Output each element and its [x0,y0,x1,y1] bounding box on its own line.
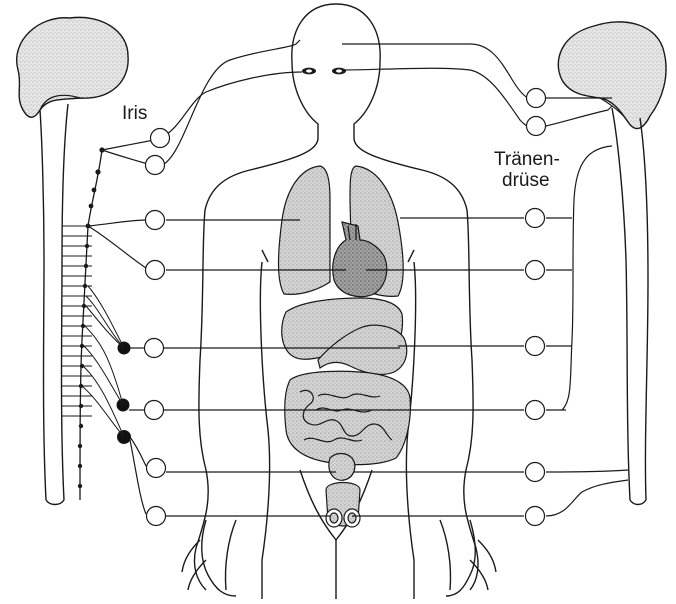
ganglion-iris [151,129,170,148]
ganglion-left-4 [146,261,165,280]
ganglion-left-2 [146,156,165,175]
left-ganglia [145,129,170,526]
ganglion-left-7 [147,459,166,478]
right-spinal-cord [612,108,648,505]
ganglion-right-4 [526,261,545,280]
intestines [285,371,411,464]
label-lacrimal-gland-line2: drüse [494,170,560,191]
ganglion-right-8 [526,507,545,526]
label-lacrimal-gland: Tränen- drüse [494,149,560,191]
splanchnic-nerves [82,286,124,437]
eyes [302,68,346,75]
ganglion-right-5 [526,337,545,356]
ganglion-left-5 [145,339,164,358]
left-spinal-cord [40,104,68,505]
label-lacrimal-gland-line1: Tränen- [494,149,560,170]
ganglion-right-7 [526,463,545,482]
spinal-nerve-rungs [62,226,92,416]
label-iris: Iris [122,103,147,124]
left-brain [17,17,128,117]
ganglion-right-2 [527,117,546,136]
ganglion-left-3 [146,211,165,230]
ganglion-right-6 [526,401,545,420]
ganglion-right-3 [526,209,545,228]
ganglion-left-8 [147,507,166,526]
ganglion-right-1 [527,89,546,108]
ganglion-left-6 [145,401,164,420]
liver-stomach [282,298,407,374]
